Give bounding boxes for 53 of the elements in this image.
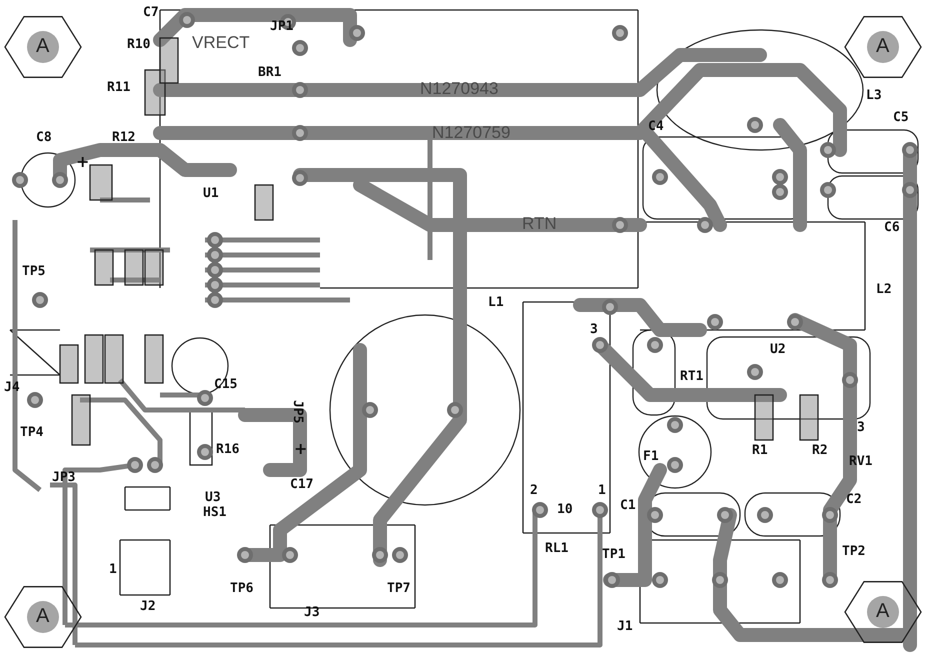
component-designator: R12 <box>112 131 136 144</box>
component-designator: JP5 <box>291 400 304 424</box>
component-designator: TP1 <box>602 548 626 561</box>
component-designator: L1 <box>488 296 504 309</box>
component-designator: J1 <box>617 620 633 633</box>
component-designator: 1 <box>598 484 606 497</box>
component-designator: TP6 <box>230 582 254 595</box>
component-designator: U2 <box>770 343 786 356</box>
component-designator: R2 <box>812 444 828 457</box>
component-designator: C17 <box>290 478 314 491</box>
mounting-hole-mark: A <box>876 601 890 621</box>
component-designator: 3 <box>590 323 598 336</box>
component-designator: TP4 <box>20 426 44 439</box>
mounting-hole-mark: A <box>36 606 50 626</box>
component-designator: C7 <box>143 6 159 19</box>
component-designator: F1 <box>643 450 659 463</box>
component-designator: RL1 <box>545 542 568 555</box>
component-designator: L2 <box>876 283 892 296</box>
mounting-hole-mark: A <box>36 36 50 56</box>
component-designator: TP5 <box>22 265 46 278</box>
net-label: N1270943 <box>420 80 498 97</box>
component-designator: RT1 <box>680 370 704 383</box>
component-designator: R16 <box>216 443 240 456</box>
mounting-hole-mark: A <box>876 36 890 56</box>
component-designator: TP7 <box>387 582 410 595</box>
component-designator: C5 <box>893 111 909 124</box>
component-designator: 2 <box>530 484 538 497</box>
component-designator: C1 <box>620 499 636 512</box>
component-designator: R10 <box>127 38 150 51</box>
component-designator: C8 <box>36 131 52 144</box>
component-designator: J4 <box>4 381 20 394</box>
component-designator: TP2 <box>842 545 866 558</box>
component-designator: U1 <box>203 187 219 200</box>
component-designator: RV1 <box>849 455 872 468</box>
polarity-mark: + <box>76 154 90 170</box>
component-designator: U3 <box>205 491 221 504</box>
component-designator: 1 <box>109 563 117 576</box>
component-designator: L3 <box>866 89 882 102</box>
component-designator: C2 <box>846 493 862 506</box>
component-designator: 3 <box>857 421 865 434</box>
component-designator: HS1 <box>203 506 226 519</box>
net-label: RTN <box>522 215 557 232</box>
component-designator: C6 <box>884 221 900 234</box>
component-designator: 10 <box>557 503 573 516</box>
net-label: VRECT <box>192 34 250 51</box>
component-designator: C4 <box>648 120 664 133</box>
component-designator: R1 <box>752 444 768 457</box>
component-designator: R11 <box>107 81 130 94</box>
component-designator: JP3 <box>52 471 76 484</box>
polarity-mark: + <box>294 441 308 457</box>
component-designator: J2 <box>140 600 156 613</box>
component-designator: J3 <box>304 606 320 619</box>
component-designator: BR1 <box>258 66 282 79</box>
